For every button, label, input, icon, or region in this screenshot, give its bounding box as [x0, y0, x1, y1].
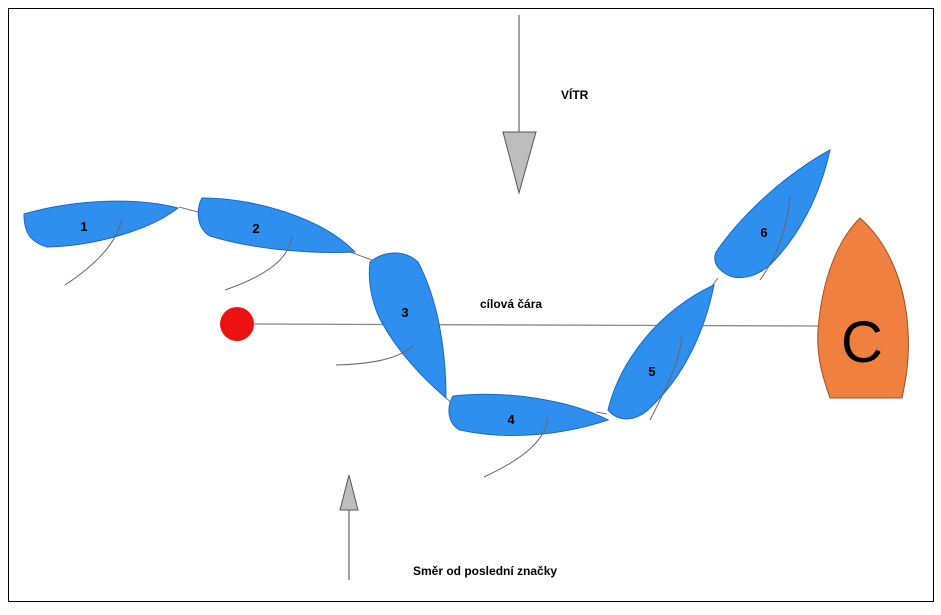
approach-arrow-head: [339, 474, 359, 511]
boat-hull: [448, 393, 610, 436]
boat-number: 5: [648, 364, 655, 379]
boat-hull: [368, 252, 447, 400]
committee-boat-letter: C: [841, 310, 883, 375]
boat-number: 1: [80, 219, 87, 234]
finish-buoy-icon: [220, 307, 254, 341]
wind-label: VÍTR: [561, 87, 589, 102]
committee-boat-icon: C: [817, 217, 909, 399]
connector: [349, 251, 373, 261]
boat-number: 2: [252, 221, 259, 236]
boat-5: 5: [607, 284, 715, 421]
boat-boom: [335, 344, 415, 366]
boat-boom: [759, 194, 791, 281]
boat-4: 4: [448, 393, 610, 478]
boat-3: 3: [335, 252, 447, 400]
boat-2: 2: [197, 197, 357, 291]
approach-arrow: [339, 474, 359, 580]
boat-number: 4: [507, 412, 515, 427]
boat-hull: [714, 149, 831, 278]
connector: [595, 411, 608, 415]
boat-number: 3: [401, 305, 408, 320]
boat-1: 1: [23, 200, 180, 286]
boat-boom: [224, 234, 293, 291]
boat-hull: [197, 197, 357, 253]
connector: [178, 206, 199, 213]
wind-arrow-head: [502, 131, 537, 195]
boat-hull: [23, 200, 180, 248]
committee-boat-hull: [817, 217, 909, 399]
finish-line: [244, 323, 821, 327]
boat-boom: [64, 217, 123, 286]
wind-arrow: [502, 15, 537, 195]
boat-6: 6: [714, 149, 831, 281]
direction-label: Směr od poslední značky: [413, 564, 557, 578]
boat-number: 6: [760, 225, 767, 240]
boat-boom: [649, 334, 683, 421]
finish-line-label: cílová čára: [480, 297, 542, 311]
boat-hull: [607, 284, 715, 420]
connector: [711, 277, 719, 287]
boat-boom: [483, 417, 549, 478]
diagram-frame: [8, 8, 934, 602]
